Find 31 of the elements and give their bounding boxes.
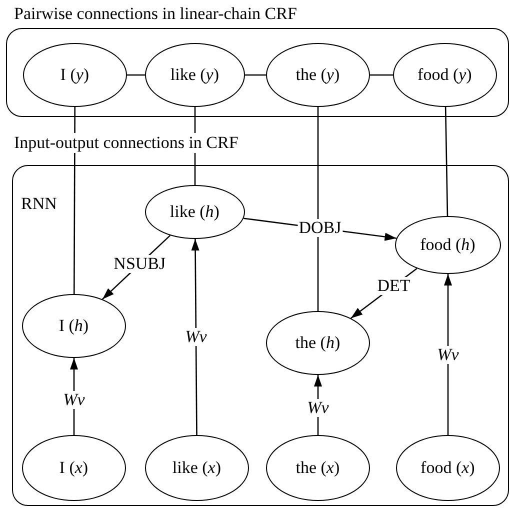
ellipse-node: like (y) [144, 42, 245, 107]
group-title: Input-output connections in CRF [14, 133, 238, 153]
edge-label: DET [376, 276, 412, 295]
edge-label: NSUBJ [112, 255, 167, 274]
ellipse-node: like (h) [144, 184, 245, 239]
group-label: RNN [21, 194, 57, 214]
edge-label: DOBJ [298, 219, 342, 238]
ellipse-node: food (x) [396, 434, 500, 501]
edge-label: Wv [436, 346, 460, 364]
arrow [70, 358, 78, 435]
edge-label: Wv [306, 399, 330, 417]
ellipse-node: the (h) [266, 310, 370, 375]
ellipse-node: I (h) [22, 294, 126, 358]
edge-label: Wv [62, 391, 86, 410]
connector-line [370, 74, 393, 76]
ellipse-node: food (h) [394, 216, 501, 274]
ellipse-node: food (y) [392, 42, 497, 107]
ellipse-node: the (y) [266, 42, 370, 107]
arrow [191, 239, 200, 435]
edge-label: Wv [184, 328, 208, 346]
connector-line [73, 107, 76, 294]
connector-line [245, 74, 266, 76]
ellipse-node: like (x) [144, 434, 249, 501]
ellipse-node: I (x) [22, 434, 126, 501]
connector-line [444, 106, 448, 216]
connector-line [127, 74, 145, 76]
arrow [314, 375, 322, 435]
arrow [444, 274, 452, 435]
connector-line [317, 107, 319, 311]
ellipse-node: the (x) [266, 434, 370, 501]
ellipse-node: I (y) [22, 42, 127, 107]
